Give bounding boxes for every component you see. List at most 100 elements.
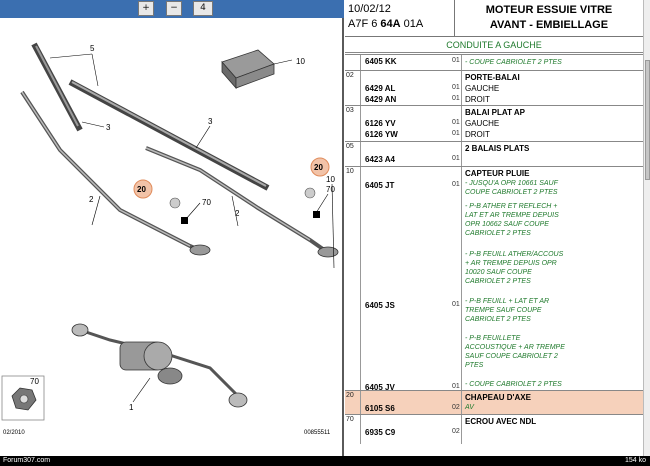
description-line: BALAI PLAT AP bbox=[465, 108, 525, 117]
condition-banner: CONDUITE A GAUCHE bbox=[345, 38, 643, 53]
status-bar: Forum307.com 154 ko bbox=[0, 456, 650, 466]
description-line: - P-B FEUILL + LAT ET AR bbox=[465, 298, 550, 305]
group-number: 02 bbox=[346, 72, 354, 79]
header-info: 10/02/12 A7F 6 64A 01A bbox=[345, 0, 455, 37]
part-reference[interactable]: 6126 YV bbox=[365, 119, 396, 128]
description-line: 2 BALAIS PLATS bbox=[465, 144, 530, 153]
part-quantity: 01 bbox=[452, 155, 460, 162]
part-reference[interactable]: 6105 S6 bbox=[365, 404, 395, 413]
description-line: SAUF COUPE CABRIOLET 2 bbox=[465, 353, 558, 360]
description-line: - P-B FEUILL ATHER/ACCOUS bbox=[465, 251, 564, 258]
table-row[interactable]: 70 6935 C9 02 ECROU AVEC NDL bbox=[345, 414, 643, 444]
part-quantity: 01 bbox=[452, 119, 460, 126]
status-size: 154 ko bbox=[624, 457, 646, 464]
description-line: COUPE CABRIOLET 2 PTES bbox=[465, 189, 558, 196]
description-line: CAPTEUR PLUIE bbox=[465, 169, 530, 178]
part-reference[interactable]: 6405 KK bbox=[365, 57, 397, 66]
part-reference[interactable]: 6429 AN bbox=[365, 95, 397, 104]
description-line: ECROU AVEC NDL bbox=[465, 417, 537, 426]
description-line: - P-B FEUILLETE bbox=[465, 335, 521, 342]
description-line: OPR 10662 SAUF COUPE bbox=[465, 221, 549, 228]
description-line: LAT ET AR TREMPE DEPUIS bbox=[465, 212, 559, 219]
description-line: CABRIOLET 2 PTES bbox=[465, 230, 531, 237]
table-row[interactable]: 05 6423 A4 01 2 BALAIS PLATS bbox=[345, 141, 643, 166]
nut-marker-right bbox=[313, 211, 320, 218]
description-line: - JUSQU'A OPR 10661 SAUF bbox=[465, 180, 558, 187]
reference-cell: 6126 YV 01 6126 YW 01 bbox=[360, 106, 462, 141]
group-number: 10 bbox=[346, 168, 354, 175]
description-line: PORTE-BALAI bbox=[465, 73, 520, 82]
label-70c: 70 bbox=[30, 377, 39, 386]
part-reference[interactable]: 6405 JT bbox=[365, 181, 395, 190]
part-quantity: 02 bbox=[452, 404, 460, 411]
description-cell: CAPTEUR PLUIE - JUSQU'A OPR 10661 SAUF COU… bbox=[462, 167, 643, 390]
reference-cell: 6935 C9 02 bbox=[360, 415, 462, 444]
description-cell: CHAPEAU D'AXE AV bbox=[462, 391, 643, 414]
description-line: PTES bbox=[465, 362, 484, 369]
description-line: + AR TREMPE DEPUIS OPR bbox=[465, 260, 557, 267]
label-3a: 3 bbox=[106, 123, 111, 132]
group-number: 03 bbox=[346, 107, 354, 114]
description-cell: - COUPE CABRIOLET 2 PTES bbox=[462, 55, 643, 70]
connector-part bbox=[221, 49, 293, 90]
zoom-toolbar: + − 4 bbox=[0, 0, 344, 18]
description-line: DROIT bbox=[465, 95, 490, 104]
cap-right bbox=[304, 187, 316, 199]
wiper-arm-right bbox=[145, 146, 339, 258]
part-reference[interactable]: 6429 AL bbox=[365, 84, 396, 93]
scrollbar-thumb[interactable] bbox=[645, 60, 650, 180]
group-number bbox=[345, 55, 360, 57]
label-2a: 2 bbox=[89, 195, 94, 204]
part-reference[interactable]: 6405 JV bbox=[365, 383, 395, 392]
description-line: DROIT bbox=[465, 130, 490, 139]
description-line: ACCOUSTIQUE + AR TREMPE bbox=[465, 344, 565, 351]
description-line: CHAPEAU D'AXE bbox=[465, 393, 531, 402]
part-quantity: 01 bbox=[452, 301, 460, 308]
zoom-fit-button[interactable]: 4 bbox=[193, 1, 213, 16]
label-70b: 70 bbox=[326, 185, 335, 194]
description-line: 10020 SAUF COUPE bbox=[465, 269, 532, 276]
description-line: CABRIOLET 2 PTES bbox=[465, 278, 531, 285]
zoom-out-button[interactable]: − bbox=[166, 1, 182, 16]
nut-marker-left bbox=[181, 217, 188, 224]
part-reference[interactable]: 6935 C9 bbox=[365, 428, 396, 437]
group-number: 05 bbox=[346, 143, 354, 150]
description-cell: ECROU AVEC NDL bbox=[462, 415, 643, 444]
vertical-scrollbar[interactable] bbox=[643, 0, 650, 456]
status-site: Forum307.com bbox=[3, 457, 51, 464]
label-10b: 10 bbox=[326, 175, 335, 184]
cap-left bbox=[169, 197, 181, 209]
description-cell: 2 BALAIS PLATS bbox=[462, 142, 643, 166]
part-quantity: 01 bbox=[452, 383, 460, 390]
part-reference[interactable]: 6405 JS bbox=[365, 301, 395, 310]
part-quantity: 02 bbox=[452, 428, 460, 435]
part-quantity: 01 bbox=[452, 84, 460, 91]
diagram-date: 02/2010 bbox=[3, 430, 25, 436]
label-20b: 20 bbox=[314, 163, 323, 172]
part-reference[interactable]: 6423 A4 bbox=[365, 155, 395, 164]
zoom-in-button[interactable]: + bbox=[138, 1, 154, 16]
zoom-in-icon: + bbox=[142, 3, 150, 13]
description-line: - P-B ATHER ET REFLECH + bbox=[465, 203, 558, 210]
description-line: AV bbox=[465, 404, 474, 411]
parts-diagram: 10 5 3 3 2 2 bbox=[1, 42, 339, 436]
wiper-blade-right bbox=[68, 79, 270, 191]
label-2b: 2 bbox=[235, 209, 240, 218]
label-20a: 20 bbox=[137, 185, 146, 194]
part-reference[interactable]: 6126 YW bbox=[365, 130, 398, 139]
zoom-fit-icon: 4 bbox=[200, 3, 206, 13]
description-line: TREMPE SAUF COUPE bbox=[465, 307, 542, 314]
part-quantity: 01 bbox=[452, 130, 460, 137]
description-line: - COUPE CABRIOLET 2 PTES bbox=[465, 59, 562, 66]
group-number: 70 bbox=[346, 416, 354, 423]
header-date: 10/02/12 bbox=[348, 3, 391, 15]
